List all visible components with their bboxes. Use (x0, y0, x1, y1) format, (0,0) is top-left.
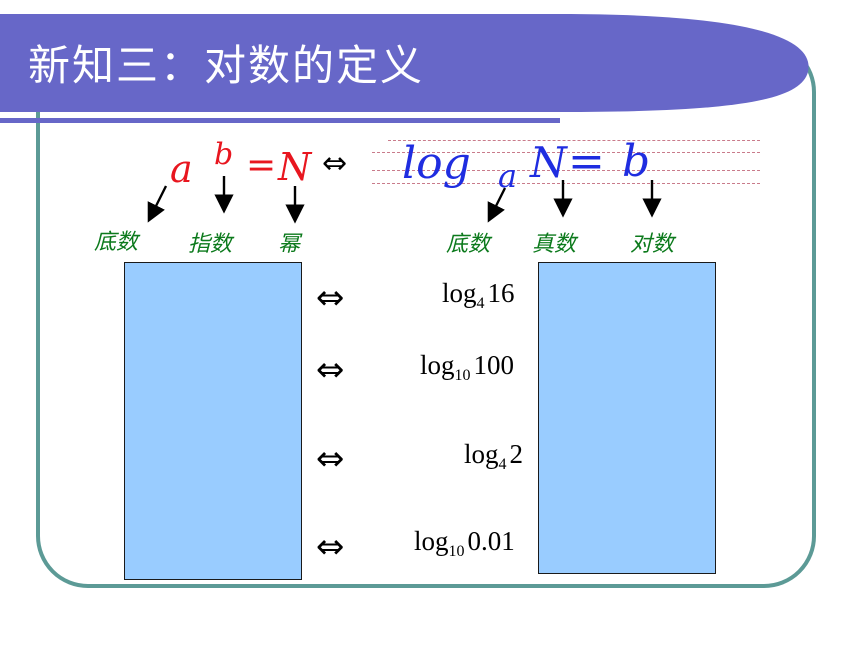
label-logarithm: 对数 (630, 232, 675, 257)
guide-line (388, 140, 760, 141)
log-base-a: a (498, 157, 518, 195)
equivalence-arrow: ⇔ (322, 146, 348, 181)
log-result-b: b (622, 136, 651, 187)
right-answer-box (538, 262, 716, 574)
row-1-equivalence-arrow: ⇔ (316, 278, 345, 318)
power-equals: = (246, 145, 277, 186)
arrow-to-base-left (147, 185, 168, 223)
slide-title: 新知三：对数的定义 (28, 41, 425, 90)
power-exponent-b: b (214, 137, 234, 172)
log-equals: = (568, 136, 605, 187)
power-result-N: N (278, 145, 312, 189)
label-antilog: 真数 (532, 232, 577, 257)
guide-line (372, 183, 760, 184)
left-answer-box (124, 262, 302, 580)
guide-line (372, 152, 760, 153)
row-3-equivalence-arrow: ⇔ (316, 439, 345, 479)
arrow-to-base-right (487, 187, 507, 223)
guide-line (372, 170, 760, 171)
row-4-equivalence-arrow: ⇔ (316, 527, 345, 567)
pointer-arrows (147, 176, 662, 224)
label-exponent: 指数 (188, 232, 233, 257)
label-base-right: 底数 (446, 232, 491, 257)
label-power: 幂 (278, 232, 301, 257)
label-base-left: 底数 (94, 230, 139, 255)
title-band (0, 14, 809, 123)
log-word: log (402, 138, 471, 189)
row-2-equivalence-arrow: ⇔ (316, 350, 345, 390)
log-argument-N: N (530, 138, 567, 187)
power-base-a: a (170, 147, 193, 191)
